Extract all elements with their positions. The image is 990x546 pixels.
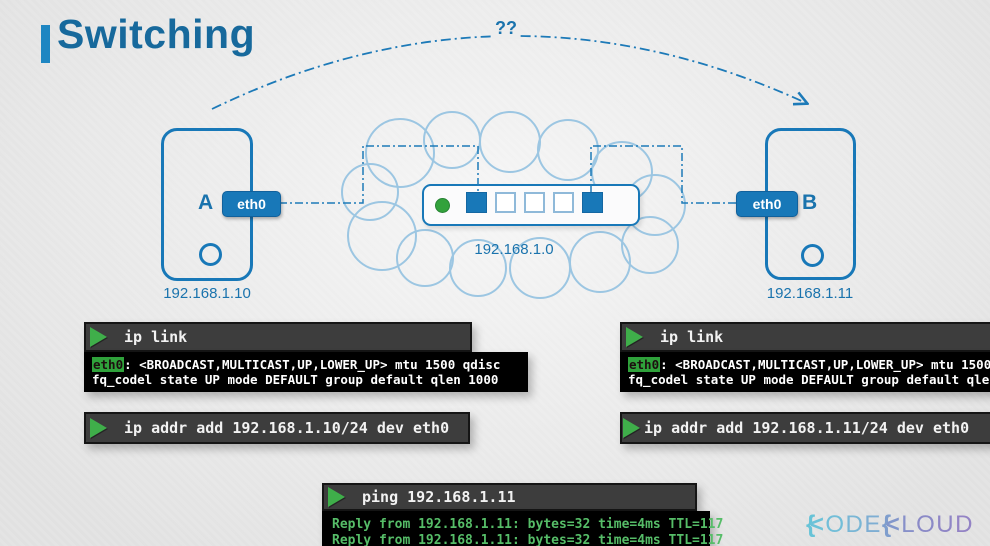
ping-reply-line1: Reply from 192.168.1.11: bytes=32 time=4… (332, 517, 724, 532)
command-text: ping 192.168.1.11 (362, 488, 516, 506)
subnet-label: 192.168.1.0 (474, 241, 554, 258)
output-line1: : <BROADCAST,MULTICAST,UP,LOWER_UP> mtu … (124, 357, 501, 372)
output-line1: : <BROADCAST,MULTICAST,UP,LOWER_UP> mtu … (660, 357, 990, 372)
terminal-left-ip-addr: ip addr add 192.168.1.10/24 dev eth0 (84, 412, 470, 444)
switch-port-4 (553, 192, 574, 213)
prompt-triangle-icon (328, 487, 345, 507)
switch-ports (466, 192, 611, 218)
host-b-eth0-chip: eth0 (736, 191, 798, 217)
terminal-header: ip link (620, 322, 990, 352)
switch-port-2 (495, 192, 516, 213)
logo-letter: O (916, 511, 937, 538)
terminal-output: eth0: <BROADCAST,MULTICAST,UP,LOWER_UP> … (620, 352, 990, 392)
logo-letter: < (885, 511, 902, 538)
terminal-header: ip addr add 192.168.1.11/24 dev eth0 (620, 412, 990, 444)
command-text: ip addr add 192.168.1.10/24 dev eth0 (124, 419, 450, 437)
host-a-eth0-chip: eth0 (222, 191, 281, 217)
switch-status-led (435, 197, 450, 213)
terminal-output: eth0: <BROADCAST,MULTICAST,UP,LOWER_UP> … (84, 352, 528, 392)
host-b-name: B (802, 191, 818, 214)
host-a-ip: 192.168.1.10 (163, 285, 251, 302)
logo-letter: O (825, 511, 846, 538)
eth0-highlight: eth0 (628, 357, 661, 372)
switch-port-3 (524, 192, 545, 213)
logo-letter: U (936, 511, 956, 538)
terminal-header: ip addr add 192.168.1.10/24 dev eth0 (84, 412, 470, 444)
prompt-triangle-icon (90, 327, 107, 347)
host-b-port-circle (801, 244, 824, 267)
terminal-output: Reply from 192.168.1.11: bytes=32 time=4… (322, 511, 723, 546)
network-switch (422, 184, 640, 226)
logo-letter: L (901, 511, 917, 538)
logo-letter: D (845, 511, 865, 538)
command-text: ip link (660, 328, 724, 346)
logo-letter: D (955, 511, 974, 538)
terminal-header: ip link (84, 322, 472, 352)
title-accent-bar (41, 25, 50, 63)
host-a-name: A (198, 191, 214, 214)
host-a-port-circle (199, 243, 222, 266)
host-b-ip: 192.168.1.11 (766, 285, 854, 302)
switch-port-1 (466, 192, 487, 213)
logo-letter: E (864, 511, 882, 538)
logo-letter: { (881, 511, 893, 538)
command-text: ip link (124, 328, 188, 346)
terminal-left-ip-link: ip link eth0: <BROADCAST,MULTICAST,UP,LO… (84, 322, 528, 392)
switch-port-5 (582, 192, 603, 213)
ping-reply-line2: Reply from 192.168.1.11: bytes=32 time=4… (332, 533, 724, 546)
terminal-header: ping 192.168.1.11 (322, 483, 697, 511)
command-text: ip addr add 192.168.1.11/24 dev eth0 (644, 419, 970, 437)
prompt-triangle-icon (90, 418, 107, 438)
question-marks-label: ?? (492, 18, 520, 39)
terminal-right-ip-link: ip link eth0: <BROADCAST,MULTICAST,UP,LO… (620, 322, 990, 392)
page-title: Switching (57, 11, 256, 57)
question-arc-arrow (211, 35, 806, 110)
terminal-right-ip-addr: ip addr add 192.168.1.11/24 dev eth0 (620, 412, 990, 444)
logo-letter: < (809, 511, 826, 538)
output-line2: fq_codel state UP mode DEFAULT group def… (628, 372, 990, 387)
prompt-triangle-icon (626, 327, 643, 347)
eth0-highlight: eth0 (92, 357, 125, 372)
terminal-ping: ping 192.168.1.11 Reply from 192.168.1.1… (322, 483, 723, 546)
logo-letter: { (806, 511, 817, 538)
output-line2: fq_codel state UP mode DEFAULT group def… (92, 372, 499, 387)
prompt-triangle-icon (623, 418, 640, 438)
